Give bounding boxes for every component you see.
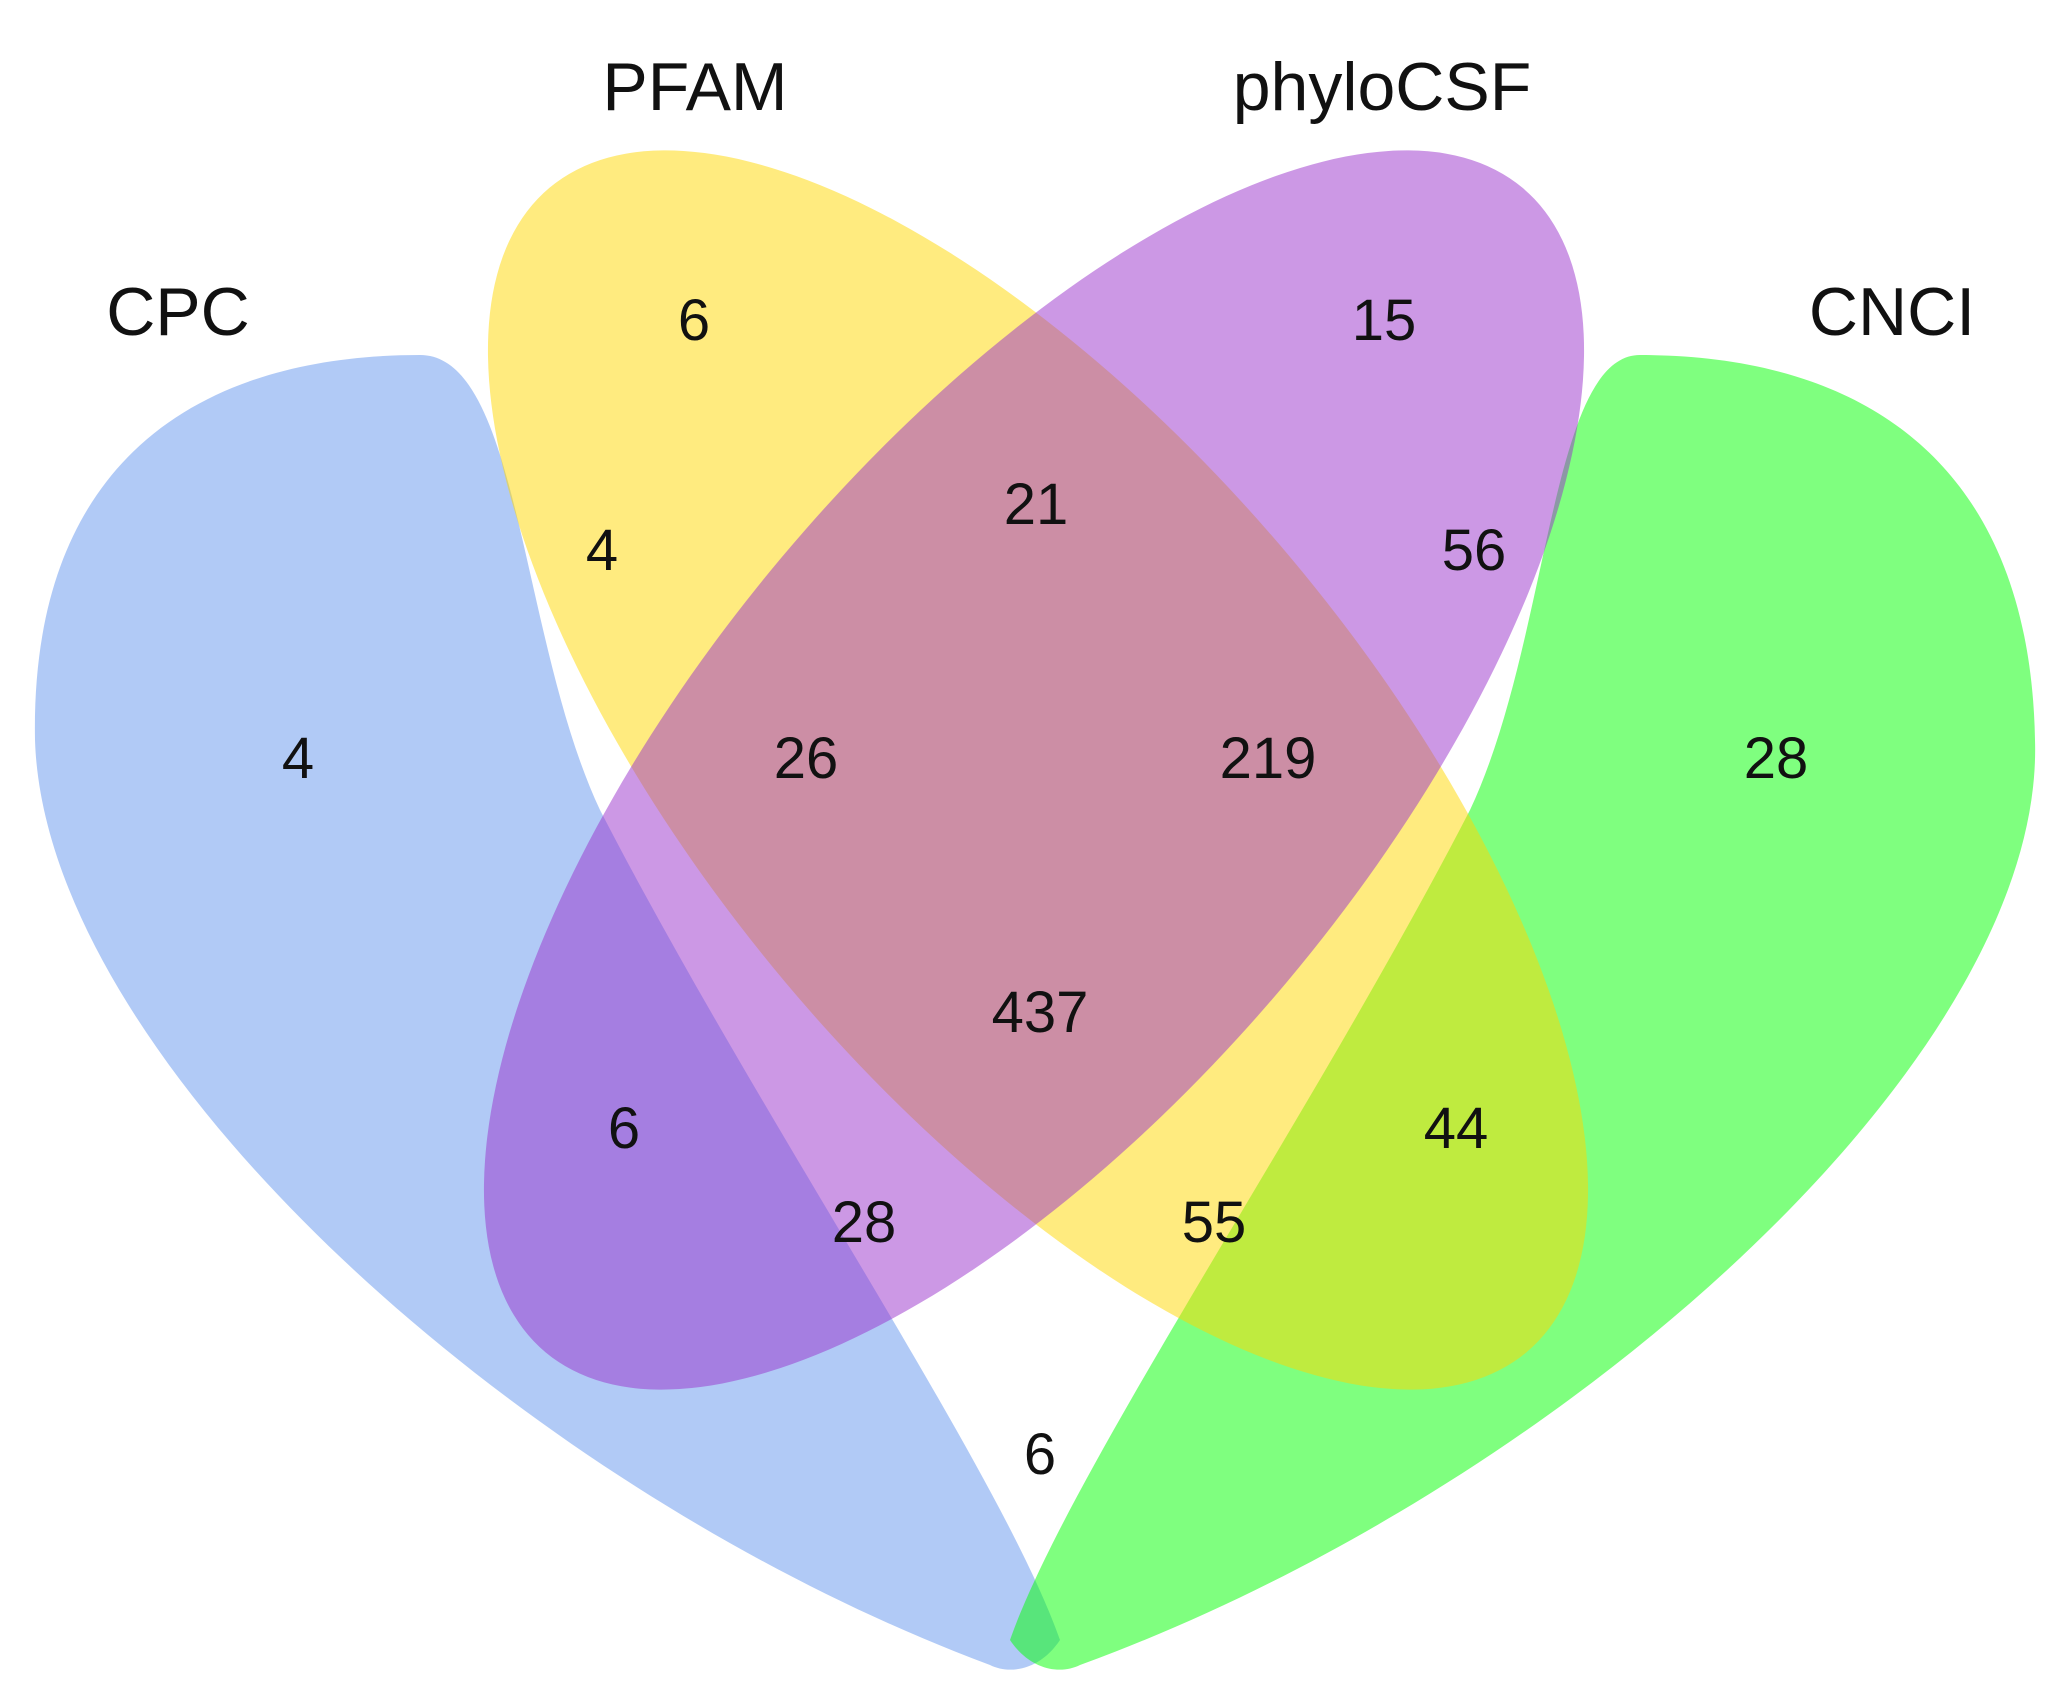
count-cpc-cnci: 6 (1024, 1422, 1056, 1487)
set-label-phylocsf: phyloCSF (1233, 49, 1532, 125)
count-cpc-pfam: 4 (586, 518, 618, 583)
count-phylocsf-cnci: 56 (1442, 518, 1507, 583)
count-pfam-phylocsf: 21 (1004, 472, 1069, 537)
count-cpc-pfam-phylocsf: 26 (774, 726, 839, 791)
set-label-cpc: CPC (106, 274, 250, 350)
count-pfam-only: 6 (678, 288, 710, 353)
count-pfam-phylocsf-cnci: 219 (1220, 726, 1317, 791)
count-cpc-only: 4 (282, 726, 314, 791)
count-cpc-phylocsf: 6 (608, 1096, 640, 1161)
count-cpc-pfam-cnci: 55 (1182, 1190, 1247, 1255)
count-cnci-only: 28 (1744, 726, 1809, 791)
set-label-pfam: PFAM (602, 49, 787, 125)
set-label-cnci: CNCI (1809, 274, 1975, 350)
count-phylocsf-only: 15 (1352, 288, 1417, 353)
set-phylocsf-shape (483, 150, 1585, 1390)
count-all-four: 437 (992, 980, 1089, 1045)
count-pfam-cnci: 44 (1424, 1096, 1489, 1161)
count-cpc-phylocsf-cnci: 28 (832, 1190, 897, 1255)
